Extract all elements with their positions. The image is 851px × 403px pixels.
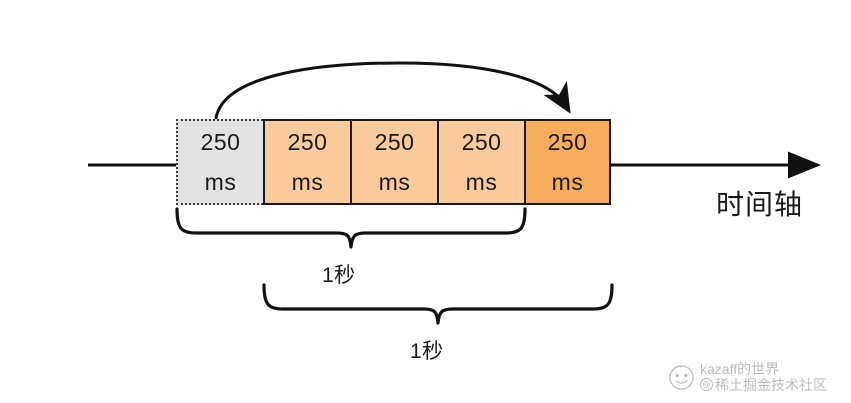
time-slot-5-value: 250 xyxy=(547,129,588,156)
time-slot-1-unit: ms xyxy=(204,168,237,195)
brace-window-1 xyxy=(175,207,527,249)
time-slot-2[interactable]: 250 ms xyxy=(263,119,350,205)
time-slot-4-unit: ms xyxy=(465,168,498,195)
time-slot-2-unit: ms xyxy=(291,168,324,195)
brace-window-2 xyxy=(262,283,614,325)
brace-window-1-label: 1秒 xyxy=(322,264,356,287)
time-slot-3-value: 250 xyxy=(374,129,415,156)
timeline-axis-label: 时间轴 xyxy=(716,189,804,220)
brace-window-2-label: 1秒 xyxy=(410,340,444,363)
time-slot-3-unit: ms xyxy=(378,168,411,195)
time-slot-2-value: 250 xyxy=(287,129,328,156)
watermark-line-2: @ 稀土掘金技术社区 xyxy=(700,376,827,393)
watermark-line-1: kazaff的世界 xyxy=(700,360,780,377)
time-slot-5[interactable]: 250 ms xyxy=(524,119,611,205)
time-slot-5-unit: ms xyxy=(551,168,584,195)
watermark-line-2-text: 稀土掘金技术社区 xyxy=(715,376,827,393)
watermark-badge-icon: @ xyxy=(700,378,713,392)
time-slot-4[interactable]: 250 ms xyxy=(437,119,524,205)
time-slot-4-value: 250 xyxy=(461,129,502,156)
curved-arrow-right-icon xyxy=(214,61,571,120)
watermark-text: kazaff的世界 @ 稀土掘金技术社区 xyxy=(700,362,827,392)
time-slot-3[interactable]: 250 ms xyxy=(350,119,437,205)
watermark: kazaff的世界 @ 稀土掘金技术社区 xyxy=(668,355,848,399)
avatar-icon xyxy=(669,364,694,390)
time-slot-1-value: 250 xyxy=(200,129,241,156)
time-slot-1[interactable]: 250 ms xyxy=(176,119,263,205)
